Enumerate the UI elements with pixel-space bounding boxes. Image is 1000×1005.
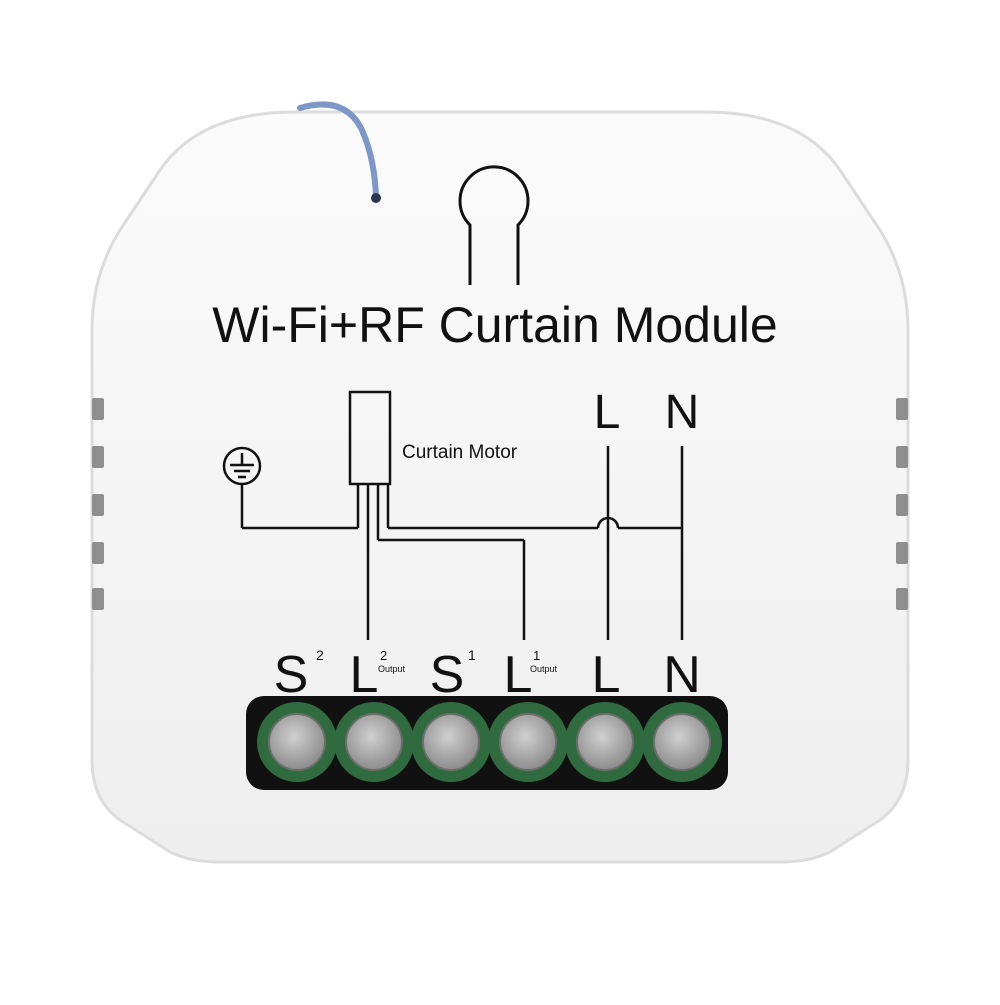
- terminal-label-l2: L: [350, 646, 379, 704]
- terminal-label-s2: S: [274, 646, 309, 704]
- top-terminal-n: N: [665, 386, 700, 439]
- vent-slots-right: [896, 398, 908, 610]
- terminal-screw-s1[interactable]: [411, 702, 491, 782]
- terminal-sup-l1: 1: [533, 648, 540, 663]
- top-terminal-l: L: [594, 386, 621, 439]
- terminal-screw-l1[interactable]: [488, 702, 568, 782]
- antenna-icon: [458, 165, 530, 285]
- terminal-screws: [257, 702, 722, 782]
- terminal-label-l: L: [592, 646, 621, 704]
- terminal-sup-s1: 1: [468, 647, 476, 663]
- terminal-label-l1: L: [504, 646, 533, 704]
- ground-icon: [222, 446, 262, 486]
- terminal-screw-l[interactable]: [565, 702, 645, 782]
- module-body: [90, 110, 910, 864]
- terminal-sup-s2: 2: [316, 647, 324, 663]
- antenna-wire-hole: [371, 193, 381, 203]
- terminal-screw-n[interactable]: [642, 702, 722, 782]
- terminal-screw-s2[interactable]: [257, 702, 337, 782]
- vent-slots-left: [92, 398, 104, 610]
- terminal-sub-l1: Output: [530, 664, 558, 674]
- terminal-label-n: N: [663, 646, 701, 704]
- curtain-motor-label: Curtain Motor: [402, 442, 518, 463]
- curtain-motor-box: [348, 390, 392, 486]
- terminal-block: [246, 696, 728, 790]
- terminal-label-s1: S: [430, 646, 465, 704]
- antenna-wire: [297, 101, 379, 201]
- product-title: Wi-Fi+RF Curtain Module: [212, 297, 777, 353]
- terminal-sup-l2: 2: [380, 648, 387, 663]
- terminal-screw-l2[interactable]: [334, 702, 414, 782]
- terminal-sub-l2: Output: [378, 664, 406, 674]
- terminal-labels: S 2 L 2 Output S 1 L 1 Output L N: [274, 646, 701, 704]
- wiring-diagram: [240, 390, 684, 640]
